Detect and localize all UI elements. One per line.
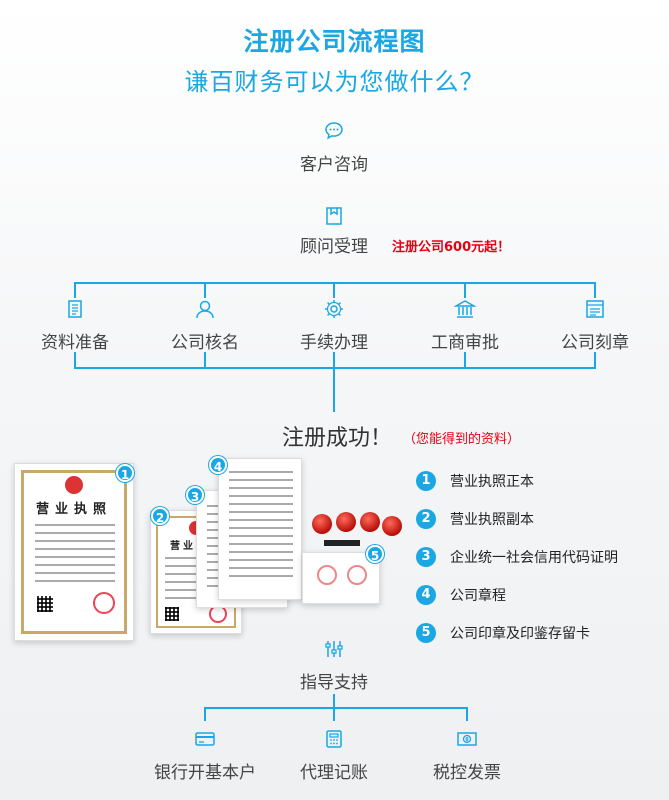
branch-label: 公司刻章 [561, 333, 629, 353]
step-advisor: 顾问受理 [300, 237, 368, 257]
paper-list-icon [64, 298, 86, 320]
license-copy-title: 营业执照 [151, 537, 241, 552]
articles-image [218, 458, 302, 600]
step-consultation: 客户咨询 [300, 155, 368, 175]
branch-tick [594, 352, 596, 368]
service-label: 银行开基本户 [154, 763, 256, 783]
document-badge: 3 [186, 486, 204, 504]
seals-image [302, 508, 412, 618]
qr-code [37, 596, 53, 612]
bank-card-icon [194, 728, 216, 750]
government-building-icon [454, 298, 476, 320]
center-connector [333, 352, 335, 412]
person-icon [194, 298, 216, 320]
deliverable-label: 公司章程 [450, 588, 506, 604]
branch-label: 手续办理 [300, 333, 368, 353]
deliverable-num: 2 [416, 509, 436, 529]
seal-stamp [93, 592, 115, 614]
deliverable-item: 3 企业统一社会信用代码证明 [416, 546, 618, 568]
service-tick [333, 707, 335, 721]
deliverable-num: 4 [416, 585, 436, 605]
document-badge: 2 [151, 507, 169, 525]
calculator-icon [323, 728, 345, 750]
branch-tick [204, 352, 206, 368]
deliverable-label: 营业执照副本 [450, 512, 534, 528]
price-note: 注册公司600元起！ [392, 240, 511, 255]
document-badge: 5 [366, 545, 384, 563]
deliverable-item: 4 公司章程 [416, 584, 506, 606]
service-tick [466, 707, 468, 721]
branch-tick [204, 282, 206, 298]
branch-label: 公司核名 [171, 333, 239, 353]
license-title: 营业执照 [35, 502, 112, 517]
service-tick [204, 707, 206, 721]
branch-tick [333, 282, 335, 298]
deliverable-label: 企业统一社会信用代码证明 [450, 550, 618, 566]
branch-bottom-line [74, 367, 596, 369]
services-line [204, 707, 468, 709]
service-label: 代理记账 [300, 763, 368, 783]
branch-label: 资料准备 [41, 333, 109, 353]
gear-icon [323, 298, 345, 320]
deliverable-item: 1 营业执照正本 [416, 470, 534, 492]
page-subtitle: 谦百财务可以为您做什么？ [184, 68, 485, 96]
deliverable-num: 1 [416, 471, 436, 491]
branch-tick [74, 352, 76, 368]
support-label: 指导支持 [300, 673, 368, 693]
document-badge: 4 [209, 456, 227, 474]
deliverable-num: 3 [416, 547, 436, 567]
branch-tick [464, 282, 466, 298]
branch-top-line [74, 282, 596, 284]
national-emblem-icon [65, 476, 83, 494]
branch-label: 工商审批 [431, 333, 499, 353]
document-icon [323, 205, 345, 227]
deliverable-label: 营业执照正本 [450, 474, 534, 490]
page-title: 注册公司流程图 [243, 27, 426, 56]
success-label: 注册成功！ [282, 426, 393, 451]
license-original-image: 营业执照 [14, 463, 134, 641]
support-connector [333, 694, 335, 708]
success-note: （您能得到的资料） [403, 432, 521, 447]
sliders-icon [323, 638, 345, 660]
deliverable-item: 2 营业执照副本 [416, 508, 534, 530]
invoice-icon [456, 728, 478, 750]
branch-tick [594, 282, 596, 298]
deliverable-num: 5 [416, 623, 436, 643]
deliverable-item: 5 公司印章及印鉴存留卡 [416, 622, 590, 644]
document-badge: 1 [116, 464, 134, 482]
branch-tick [464, 352, 466, 368]
branch-tick [74, 282, 76, 298]
stamp-card-icon [584, 298, 606, 320]
deliverable-label: 公司印章及印鉴存留卡 [450, 626, 590, 642]
service-label: 税控发票 [433, 763, 501, 783]
chat-bubble-icon [323, 120, 345, 142]
